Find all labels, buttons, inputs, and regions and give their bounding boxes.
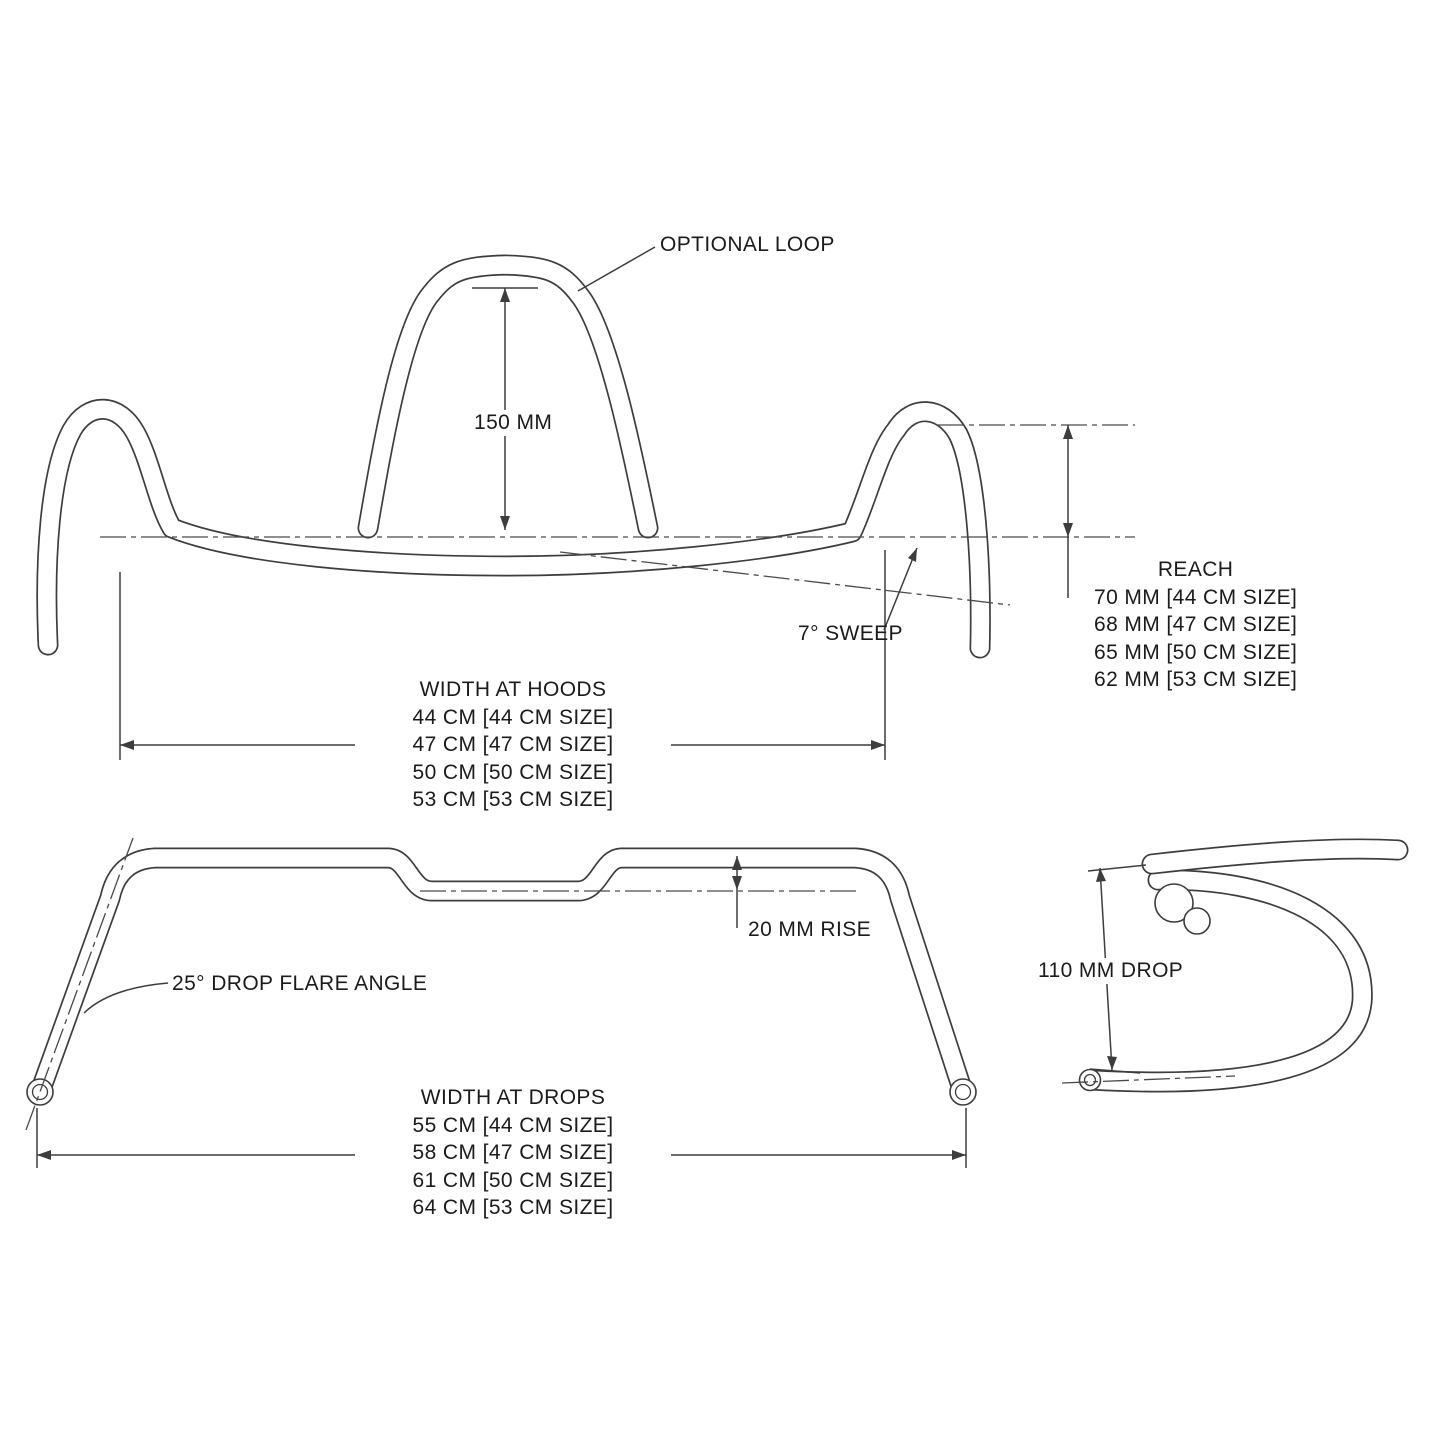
- reach-line: 68 MM [47 CM SIZE]: [1094, 613, 1298, 636]
- loop-height-arrow-up: [500, 288, 510, 302]
- right-drop-end-inner: [954, 1083, 972, 1101]
- top-view: [36, 246, 1135, 760]
- size-line: 50 CM [50 CM SIZE]: [412, 760, 614, 784]
- size-line: 64 CM [53 CM SIZE]: [412, 1196, 614, 1219]
- side-hook-tube-fill: [1083, 871, 1371, 1091]
- drops-arrow-right: [952, 1150, 966, 1160]
- drop-ext-line-top: [1087, 864, 1147, 872]
- side-drop-end-inner: [1083, 1073, 1097, 1087]
- drop-arrow-down: [1107, 1056, 1117, 1070]
- reach-line: 62 MM [53 CM SIZE]: [1094, 668, 1298, 691]
- size-line: 47 CM [47 CM SIZE]: [412, 733, 614, 756]
- drop-arrow-up: [1096, 868, 1106, 882]
- hoods-arrow-left: [120, 740, 134, 750]
- loop-tube-fill: [359, 256, 657, 537]
- side-drop-axis-line: [1061, 1075, 1236, 1084]
- hoods-arrow-right: [871, 740, 885, 750]
- side-view: [1061, 838, 1409, 1093]
- drops-arrow-left: [37, 1150, 51, 1160]
- reach-arrow-up: [1063, 425, 1073, 439]
- flare-leader: [83, 982, 169, 1014]
- width-at-drops-block: WIDTH AT DROPS 55 CM [44 CM SIZE] 58 CM …: [355, 1084, 671, 1222]
- size-line: 55 CM [44 CM SIZE]: [412, 1113, 614, 1137]
- side-bend-circle: [1183, 907, 1211, 935]
- top-bar-tube-fill: [38, 400, 990, 657]
- rise-label: 20 MM RISE: [748, 918, 872, 941]
- size-line: 44 CM [44 CM SIZE]: [412, 705, 614, 729]
- sweep-leader-arrow: [908, 548, 917, 562]
- drop-flare-angle-label: 25° DROP FLARE ANGLE: [172, 972, 428, 995]
- loop-height-arrow-down: [500, 516, 510, 530]
- drop-ext-line-bottom: [1089, 1068, 1141, 1074]
- sweep-label: 7° SWEEP: [798, 622, 903, 645]
- reach-line: 65 MM [50 CM SIZE]: [1094, 640, 1298, 664]
- reach-block: REACH 70 MM [44 CM SIZE] 68 MM [47 CM SI…: [1086, 556, 1306, 694]
- rise-arrow-down: [732, 876, 742, 890]
- left-drop-axis-line: [25, 837, 134, 1131]
- size-line: 58 CM [47 CM SIZE]: [412, 1141, 614, 1164]
- loop-tube-outline: [357, 254, 659, 539]
- reach-arrow-down: [1063, 523, 1073, 537]
- size-line: 61 CM [50 CM SIZE]: [412, 1168, 614, 1192]
- reach-title: REACH: [1157, 558, 1234, 581]
- side-top-tube-fill: [1143, 840, 1407, 873]
- width-at-hoods-title: WIDTH AT HOODS: [419, 678, 607, 701]
- front-view: [25, 837, 977, 1168]
- size-line: 53 CM [53 CM SIZE]: [412, 788, 614, 811]
- side-clamp-circle: [1154, 883, 1194, 923]
- sweep-leader: [883, 547, 918, 631]
- width-at-hoods-block: WIDTH AT HOODS 44 CM [44 CM SIZE] 47 CM …: [355, 676, 671, 814]
- optional-loop-leader: [577, 246, 656, 292]
- rise-arrow-up: [732, 856, 742, 870]
- width-at-drops-title: WIDTH AT DROPS: [420, 1086, 606, 1109]
- sweep-axis-line: [559, 551, 1011, 606]
- reach-line: 70 MM [44 CM SIZE]: [1094, 585, 1298, 609]
- loop-height-label: 150 MM: [468, 410, 559, 436]
- optional-loop-label: OPTIONAL LOOP: [660, 233, 835, 256]
- drop-label: 110 MM DROP: [1032, 958, 1190, 984]
- left-drop-end-inner: [31, 1083, 49, 1101]
